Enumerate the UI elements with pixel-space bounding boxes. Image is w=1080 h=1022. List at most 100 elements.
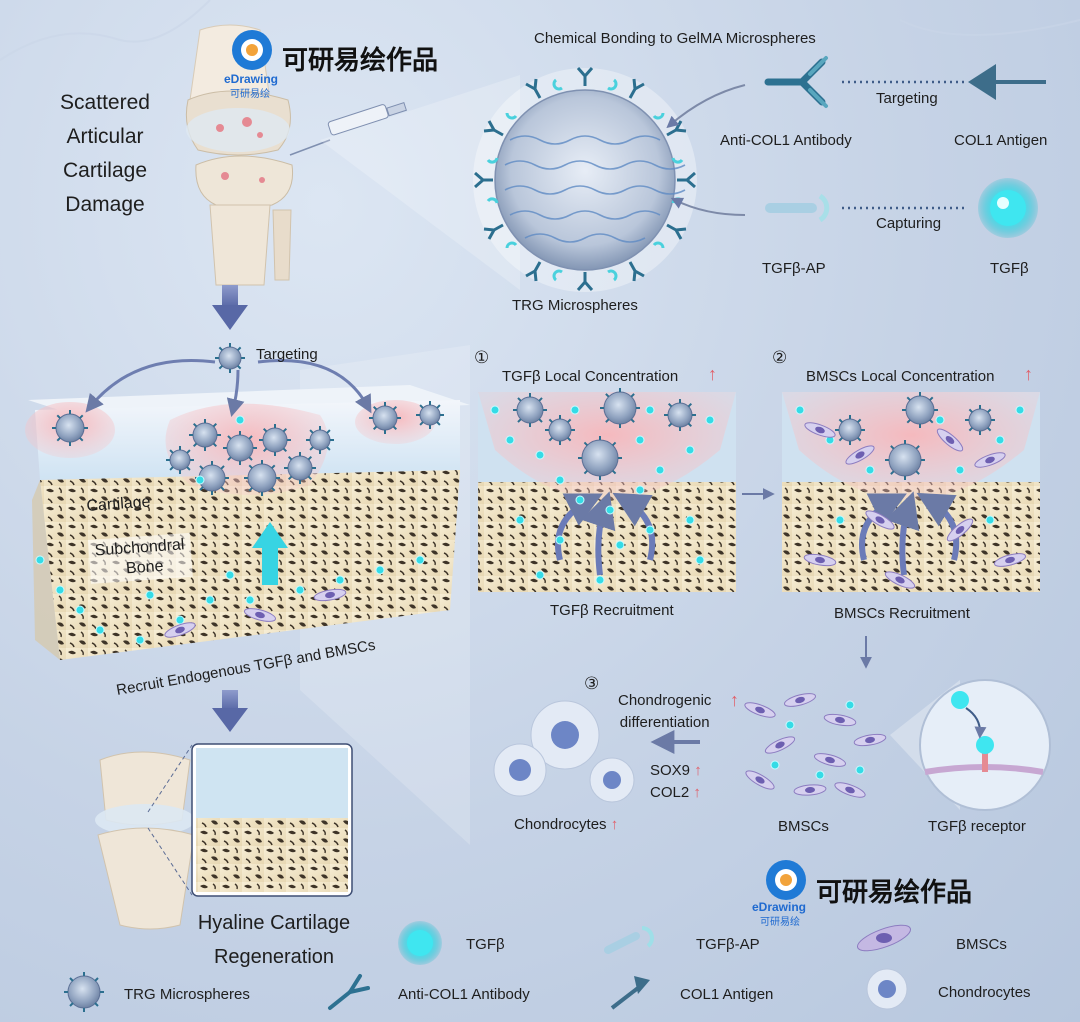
up-arrow-icon: ↑: [730, 690, 739, 711]
bmsc-cell-icon: [763, 734, 796, 757]
chondrogenic-line: Chondrogenic: [618, 690, 711, 712]
tgfb-dot-icon: [236, 416, 244, 424]
trg-microsphere-icon: [223, 431, 257, 465]
trg-microsphere-icon: [513, 393, 547, 427]
bmsc-cell-icon: [803, 420, 836, 440]
tgfb-dot-icon: [571, 406, 579, 414]
tgfb-dot-icon: [491, 406, 499, 414]
bmsc-cell-icon: [794, 784, 827, 797]
trg-microsphere-icon: [664, 399, 696, 431]
bmsc-cell-icon: [243, 606, 276, 624]
bmscs-label: BMSCs: [778, 818, 829, 835]
tgfb-dot-icon: [416, 556, 424, 564]
step1-caption: TGFβ Recruitment: [550, 602, 674, 619]
chondrogenic-label: Chondrogenic differentiation: [618, 690, 711, 734]
bmsc-cell-icon: [945, 516, 976, 544]
tgfb-dot-icon: [246, 596, 254, 604]
damage-title-line: Damage: [40, 188, 170, 222]
trg-microsphere-icon: [578, 436, 622, 480]
legend-antigen-icon: [604, 970, 654, 1014]
trg-microsphere-icon: [416, 401, 444, 429]
up-arrow-icon: ↑: [694, 762, 702, 779]
tgfb-dot-icon: [686, 516, 694, 524]
legend-bmscs: BMSCs: [956, 936, 1007, 953]
tgfb-dot-icon: [846, 701, 854, 709]
block-targeting-label: Targeting: [256, 346, 318, 363]
regeneration-line: Regeneration: [186, 940, 362, 974]
up-arrow-icon: ↑: [693, 784, 701, 801]
tgfb-dot-icon: [816, 771, 824, 779]
bmsc-cell-icon: [833, 780, 866, 800]
chondrogenic-line: differentiation: [618, 712, 711, 734]
legend-trg: TRG Microspheres: [124, 986, 250, 1003]
tgfb-dot-icon: [996, 436, 1004, 444]
tgfb-dot-icon: [686, 446, 694, 454]
tgfb-dot-icon: [656, 466, 664, 474]
capturing-label: Capturing: [876, 215, 941, 232]
tgfb-dot-icon: [786, 721, 794, 729]
logo-brand: eDrawing: [224, 72, 278, 86]
watermark-text: 可研易绘作品: [816, 872, 972, 909]
tgfb-dot-icon: [866, 466, 874, 474]
tgfb-dot-icon: [696, 556, 704, 564]
tgfb-dot-icon: [76, 606, 84, 614]
bmsc-cell-icon: [844, 443, 877, 468]
targeting-label: Targeting: [876, 90, 938, 107]
trg-microsphere-icon: [600, 388, 640, 428]
bmsc-cell-icon: [823, 712, 856, 727]
bmsc-cell-icon: [853, 732, 886, 747]
trg-microsphere-icon: [306, 426, 334, 454]
trg-microsphere-icon: [259, 424, 291, 456]
legend-tgfb-ap-icon: [604, 920, 664, 960]
col2-label: COL2: [650, 784, 689, 801]
legend-tgfb-ap: TGFβ-AP: [696, 936, 760, 953]
tgfb-dot-icon: [146, 591, 154, 599]
marker-genes: SOX9 ↑ COL2 ↑: [650, 760, 702, 804]
trg-microsphere-icon: [189, 419, 221, 451]
chondrocytes-label: Chondrocytes ↑: [514, 816, 618, 833]
bmsc-cell-icon: [864, 508, 897, 533]
receptor-label: TGFβ receptor: [928, 818, 1026, 835]
trg-microsphere-icon: [369, 402, 401, 434]
tgfb-dot-icon: [771, 761, 779, 769]
step2-number: ②: [772, 348, 787, 368]
bmsc-cell-icon: [743, 700, 776, 720]
trg-microsphere-icon: [215, 343, 245, 373]
watermark-text: 可研易绘作品: [282, 40, 438, 77]
microsphere-label: TRG Microspheres: [512, 297, 638, 314]
tgfb-dot-icon: [226, 571, 234, 579]
bmsc-cell-icon: [993, 551, 1026, 569]
tgfb-dot-icon: [506, 436, 514, 444]
legend-antibody-icon: [326, 970, 376, 1014]
tgfb-dot-icon: [376, 566, 384, 574]
bmsc-cell-icon: [883, 569, 916, 592]
bmsc-cell-icon: [973, 450, 1006, 470]
tgfb-dot-icon: [936, 416, 944, 424]
legend-chondrocytes-icon: [862, 964, 912, 1014]
legend-trg-icon: [62, 970, 106, 1014]
damage-title-line: Scattered: [40, 86, 170, 120]
legend-tgfb-icon: [395, 918, 445, 968]
up-arrow-icon: ↑: [1024, 364, 1033, 385]
damage-title-line: Articular: [40, 120, 170, 154]
trg-microsphere-icon: [885, 440, 925, 480]
trg-microsphere-icon: [835, 415, 865, 445]
logo-cn: 可研易绘: [230, 85, 270, 100]
trg-microsphere-icon: [166, 446, 194, 474]
step1-number: ①: [474, 348, 489, 368]
tgfb-dot-icon: [36, 556, 44, 564]
legend-bmscs-icon: [854, 918, 914, 958]
bmsc-cell-icon: [803, 552, 836, 567]
tgfb-dot-icon: [56, 586, 64, 594]
edrawing-logo-icon: [762, 858, 810, 906]
tgfb-dot-icon: [296, 586, 304, 594]
tgfb-dot-icon: [136, 636, 144, 644]
sox9-label: SOX9: [650, 762, 690, 779]
tgfb-dot-icon: [336, 576, 344, 584]
tgfb-dot-icon: [176, 616, 184, 624]
antibody-label: Anti-COL1 Antibody: [720, 132, 852, 149]
bmsc-cell-icon: [935, 426, 966, 454]
step3-number: ③: [584, 674, 599, 694]
tgfb-dot-icon: [556, 476, 564, 484]
tgfb-dot-icon: [836, 516, 844, 524]
